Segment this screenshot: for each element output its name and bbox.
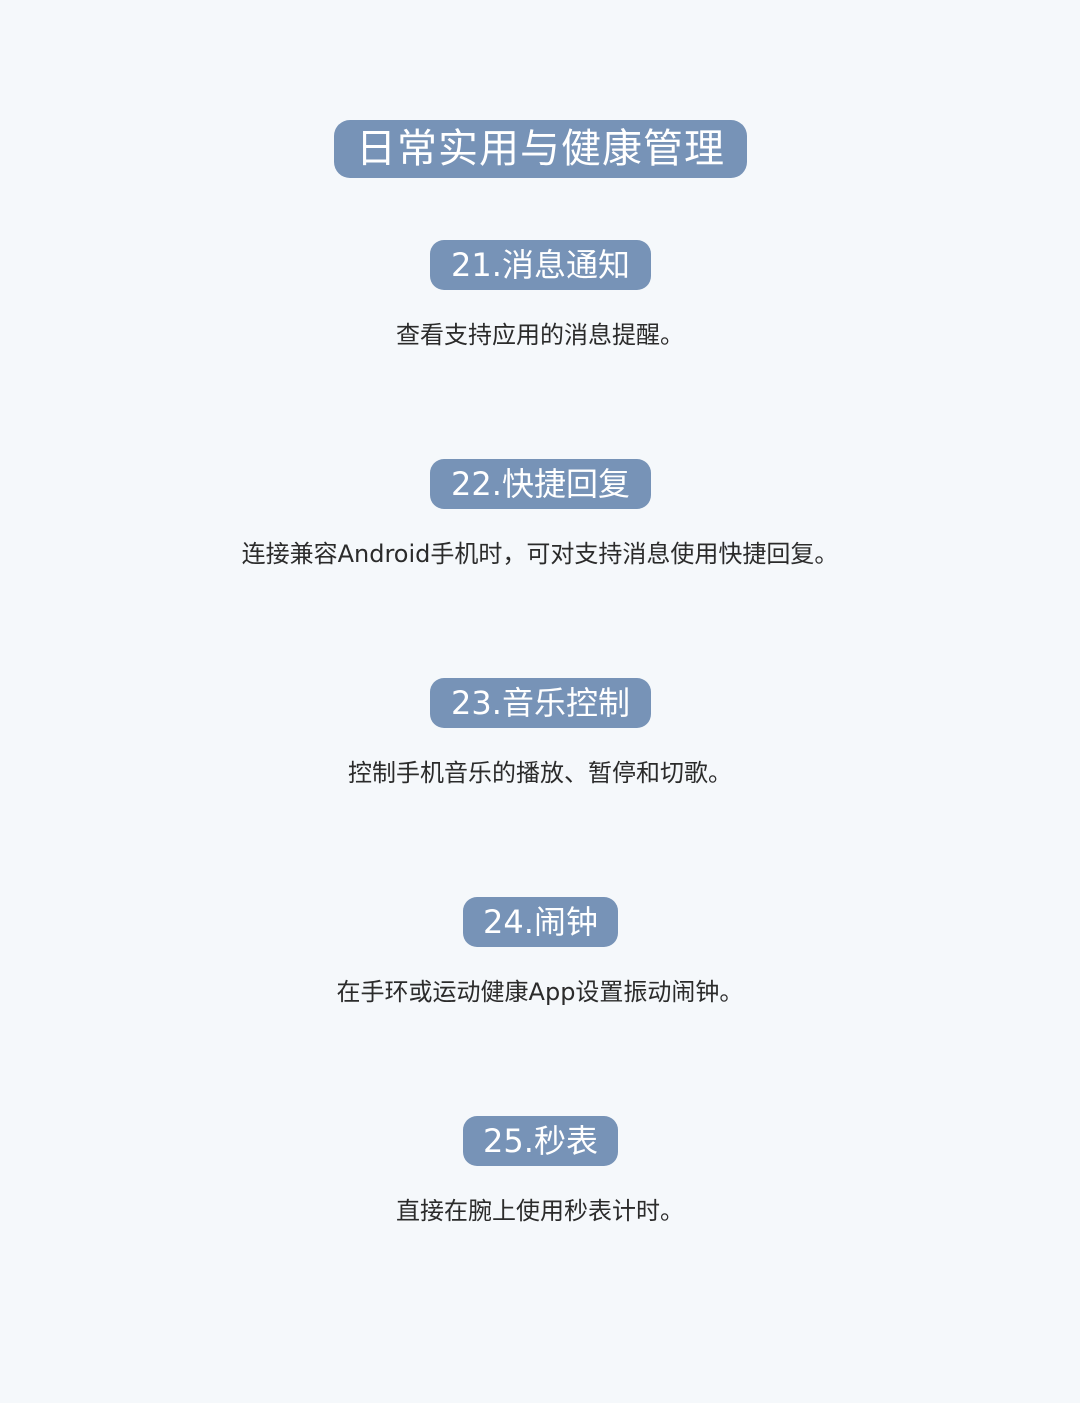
feature-description: 查看支持应用的消息提醒。 <box>396 321 684 349</box>
feature-label: 22.快捷回复 <box>430 459 651 509</box>
feature-label: 21.消息通知 <box>430 240 651 290</box>
feature-label: 23.音乐控制 <box>430 678 651 728</box>
feature-label: 25.秒表 <box>463 1116 618 1166</box>
feature-description: 直接在腕上使用秒表计时。 <box>396 1197 684 1225</box>
feature-description: 控制手机音乐的播放、暂停和切歌。 <box>348 759 732 787</box>
feature-description: 连接兼容Android手机时，可对支持消息使用快捷回复。 <box>241 540 839 568</box>
feature-description: 在手环或运动健康App设置振动闹钟。 <box>336 978 744 1006</box>
feature-label: 24.闹钟 <box>463 897 618 947</box>
section-title: 日常实用与健康管理 <box>334 120 747 178</box>
